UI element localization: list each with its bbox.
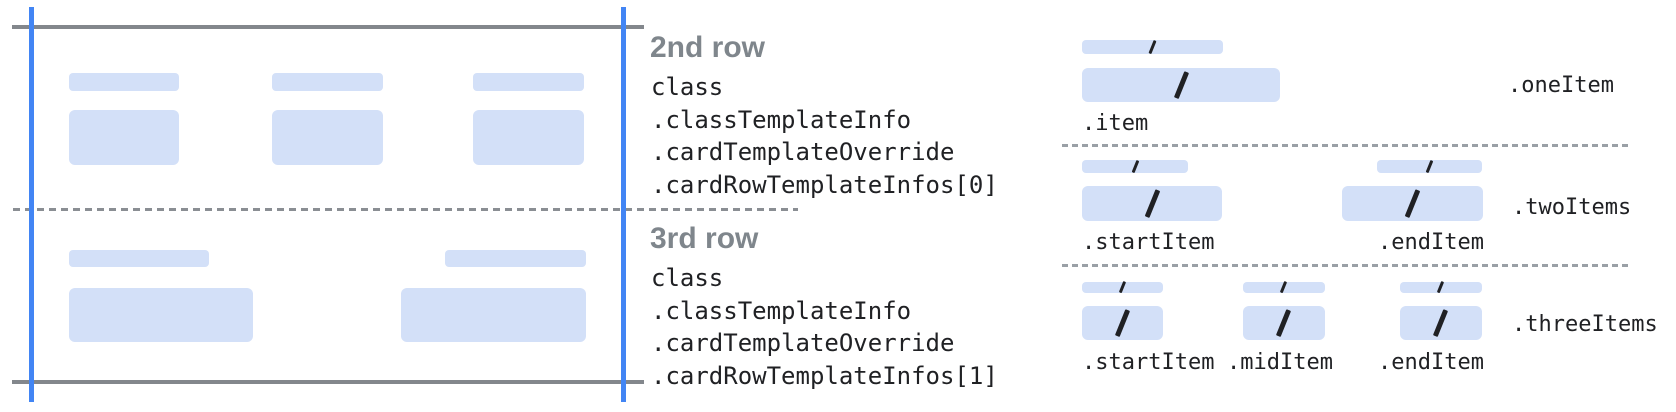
card-bottom-guide-line [12, 380, 644, 384]
placeholder-label-bar [69, 250, 209, 267]
code-line: .cardRowTemplateInfos[1] [651, 361, 998, 390]
item-field-label: .item [1082, 111, 1149, 136]
third-row-code-path: class .classTemplateInfo .cardTemplateOv… [651, 262, 998, 392]
placeholder-value-block [69, 288, 253, 342]
placeholder-value-block [473, 110, 584, 165]
end-item-field-label: .endItem [1378, 350, 1484, 375]
code-line: .cardRowTemplateInfos[0] [651, 170, 998, 199]
placeholder-value-block [272, 110, 383, 165]
placeholder-label-bar [69, 73, 179, 91]
start-item-field-label: .startItem [1082, 350, 1215, 375]
second-row-heading: 2nd row [650, 31, 766, 64]
section-divider-dashed-line [1062, 144, 1630, 147]
end-item-field-label: .endItem [1378, 230, 1484, 255]
code-line: .classTemplateInfo [651, 105, 912, 134]
card-row-divider-dashed-line [13, 208, 798, 211]
placeholder-value-block [401, 288, 586, 342]
card-right-guide-line [621, 7, 626, 402]
section-divider-dashed-line [1062, 264, 1630, 267]
code-line: .cardTemplateOverride [651, 329, 955, 358]
two-items-section-label: .twoItems [1512, 195, 1632, 220]
code-line: .classTemplateInfo [651, 296, 912, 325]
card-top-guide-line [12, 25, 644, 29]
one-item-section-label: .oneItem [1508, 73, 1614, 98]
code-line: class [651, 73, 724, 101]
mid-item-field-label: .midItem [1227, 350, 1333, 375]
placeholder-label-bar [473, 73, 584, 91]
second-row-code-path: class .classTemplateInfo .cardTemplateOv… [651, 71, 998, 201]
code-line: .cardTemplateOverride [651, 138, 955, 167]
placeholder-label-bar [445, 250, 586, 267]
placeholder-value-block [69, 110, 179, 165]
start-item-field-label: .startItem [1082, 230, 1215, 255]
card-left-guide-line [29, 7, 34, 402]
code-line: class [651, 264, 724, 292]
third-row-heading: 3rd row [650, 222, 759, 255]
placeholder-label-bar [272, 73, 383, 91]
three-items-section-label: .threeItems [1512, 312, 1658, 337]
